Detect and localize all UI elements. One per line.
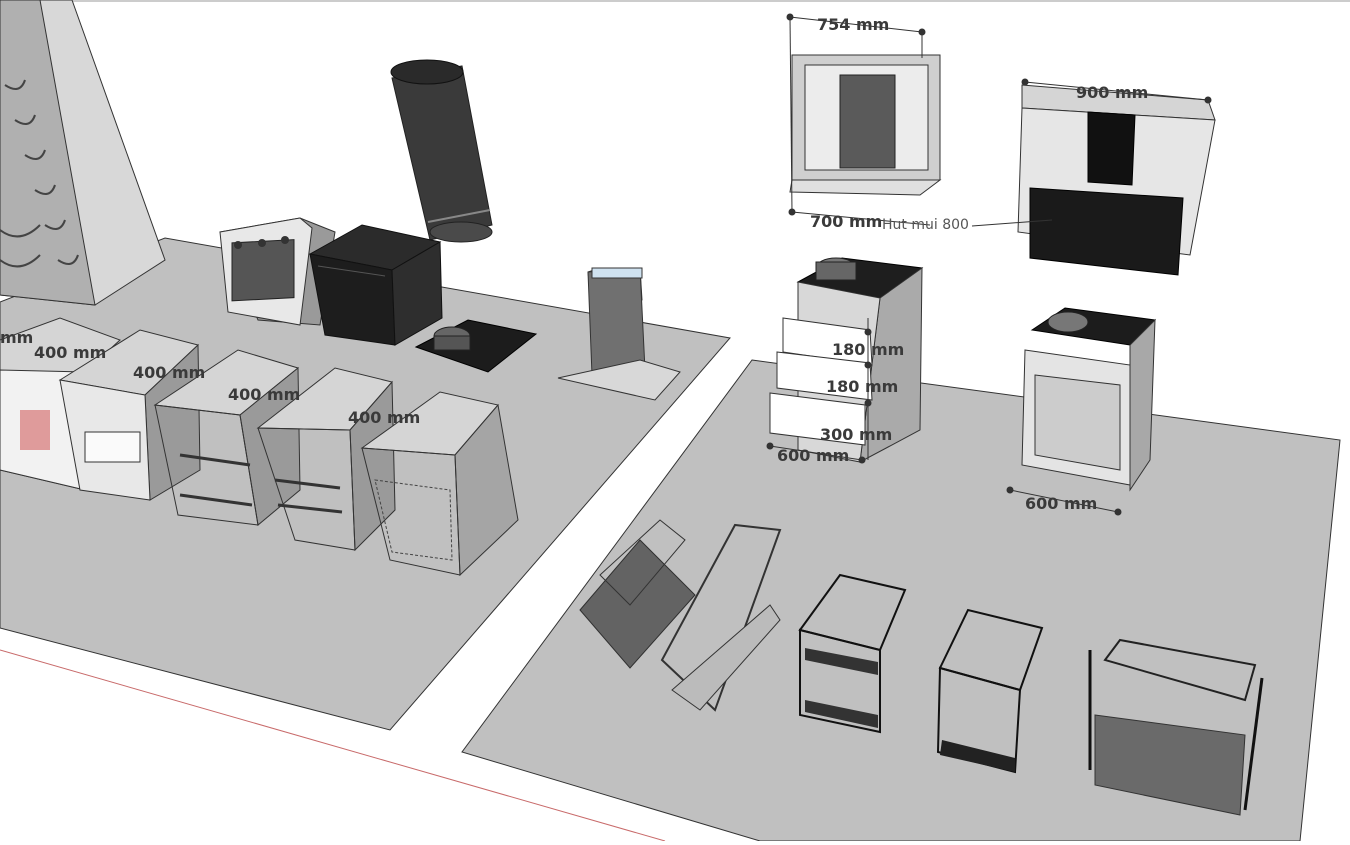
dimension-drawer-400-a: 400 mm (34, 343, 107, 362)
dimension-lines (766, 13, 1212, 516)
dimension-base-width-b: 600 mm (1025, 494, 1098, 513)
dimension-base-width-a: 600 mm (777, 446, 850, 465)
wire-drawer-basket-large[interactable] (1088, 638, 1264, 816)
dimension-drawer-400-b: 400 mm (133, 363, 206, 382)
dimension-cut-left: mm (0, 328, 34, 347)
wire-tray-basket[interactable] (579, 519, 696, 669)
base-cabinet-wire-basket[interactable] (360, 391, 519, 577)
chimney-hood-floor[interactable] (557, 267, 681, 401)
tall-pantry-cabinet[interactable] (0, 0, 166, 306)
wall-hood-cabinet[interactable] (789, 54, 942, 196)
dimension-drawer-height-2: 180 mm (826, 377, 899, 396)
base-cabinet-spice-rack[interactable] (256, 367, 396, 552)
wire-pullout-basket[interactable] (798, 573, 907, 734)
wire-plate-rack[interactable] (660, 523, 782, 712)
floor-cooktop[interactable] (414, 319, 538, 373)
dimension-drawer-height-3: 300 mm (820, 425, 893, 444)
dimension-hood-width-top: 754 mm (817, 15, 890, 34)
cylinder-range-hood[interactable] (390, 59, 493, 243)
drawer-base-cabinet[interactable] (769, 257, 924, 463)
annotation-hood-note: Hut mui 800 (882, 217, 969, 233)
dimension-drawer-height-1: 180 mm (832, 340, 905, 359)
dimension-drawer-400-c: 400 mm (228, 385, 301, 404)
dimension-hood-cabinet-width: 900 mm (1076, 83, 1149, 102)
dimension-drawer-400-d: 400 mm (348, 408, 421, 427)
open-base-cabinet[interactable] (1021, 307, 1157, 492)
wire-bottle-basket[interactable] (936, 608, 1044, 774)
built-in-oven[interactable] (219, 217, 336, 326)
black-dishwasher[interactable] (308, 224, 443, 346)
dimension-hood-depth: 700 mm (810, 212, 883, 231)
red-axis-line (0, 649, 666, 842)
wall-cabinet-with-hood[interactable] (1017, 84, 1216, 276)
